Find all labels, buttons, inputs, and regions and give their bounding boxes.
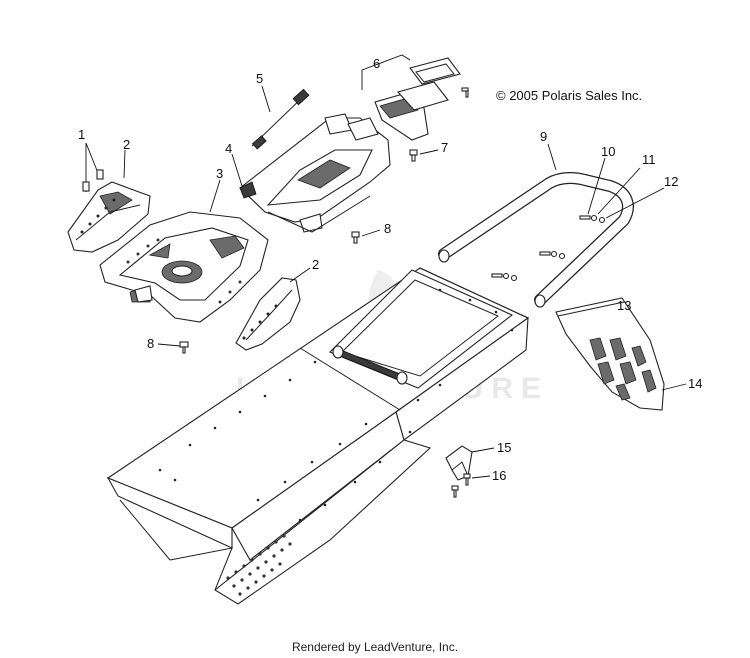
callout-5: 5 — [256, 71, 263, 86]
part-4-storage-cover — [231, 113, 391, 233]
part-14-snow-flap — [555, 297, 687, 411]
callout-8-right: 8 — [384, 221, 391, 236]
part-2-left-side-panel — [67, 149, 151, 253]
tunnel-assembly — [106, 267, 530, 605]
part-3-rear-hood — [99, 179, 269, 323]
callout-4: 4 — [225, 141, 232, 156]
callout-11: 11 — [642, 152, 656, 167]
callout-16: 16 — [492, 468, 506, 483]
callout-2-left: 2 — [123, 137, 130, 152]
callout-12: 12 — [664, 174, 678, 189]
part-8-left-screw — [157, 341, 189, 354]
callout-6: 6 — [373, 56, 380, 71]
callout-7: 7 — [441, 140, 448, 155]
part-5-cable — [251, 85, 310, 150]
callout-labels: 1 2 2 3 4 5 6 7 8 8 9 10 11 12 13 14 15 … — [78, 56, 702, 483]
callout-3: 3 — [216, 166, 223, 181]
part-2-right-side-panel — [235, 267, 311, 351]
callout-13: 13 — [617, 298, 631, 313]
callout-15: 15 — [497, 440, 511, 455]
part-1-screws — [82, 142, 104, 192]
copyright-notice: © 2005 Polaris Sales Inc. — [496, 88, 643, 103]
part-16-screws — [451, 473, 491, 498]
callout-14: 14 — [688, 376, 702, 391]
part-6-taillight — [361, 54, 469, 141]
callout-8-left: 8 — [147, 336, 154, 351]
part-8-right-screw — [351, 229, 381, 244]
callout-10: 10 — [601, 144, 615, 159]
callout-1: 1 — [78, 127, 85, 142]
footer-credit: Rendered by LeadVenture, Inc. — [291, 640, 459, 654]
callout-2-right: 2 — [312, 257, 319, 272]
part-9-grab-bar — [438, 143, 634, 308]
part-7-screw — [409, 149, 439, 162]
grab-bar-hardware — [491, 157, 665, 282]
callout-9: 9 — [540, 129, 547, 144]
